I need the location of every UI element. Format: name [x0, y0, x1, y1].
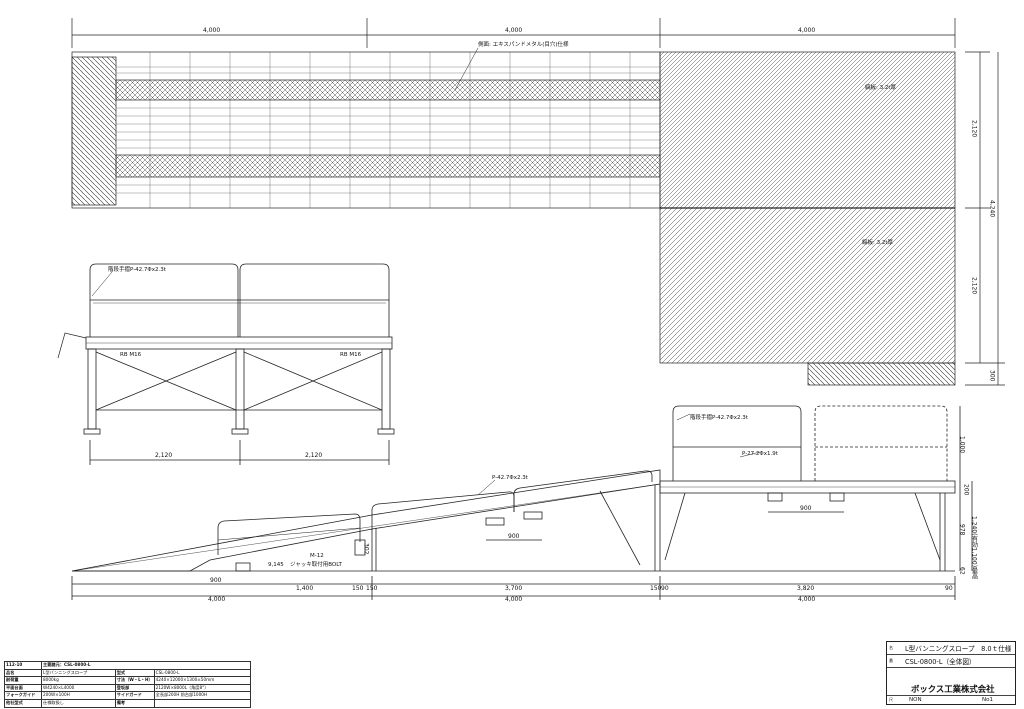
company-name: ボックス工業株式会社: [911, 684, 995, 694]
side-bolt-note: ジャッキ取付用BOLT: [290, 560, 343, 568]
front-width-1: 2,120: [155, 452, 172, 459]
spec-value: [153, 698, 252, 708]
name-caption: 名: [889, 645, 893, 650]
bottom-span-6: 150: [650, 585, 662, 592]
spec-key: 寸法（W・L・H）: [114, 676, 155, 685]
support-spacing-deck: 900: [800, 505, 812, 512]
plan-cover-note: 側面: エキスパンドメタル(目穴)仕様: [478, 40, 569, 48]
front-brace-right: RB M16: [340, 352, 362, 358]
scale-value: NON: [909, 697, 922, 703]
spec-row: 他社型式 仕様取扱し 備考: [4, 698, 252, 708]
total-span-1: 4,000: [208, 596, 225, 603]
bottom-span-7: 90: [661, 585, 669, 592]
spec-value: W4240×L4000: [41, 683, 116, 693]
drawing-model: CSL-0800-L（全体図）: [905, 658, 976, 666]
sheet-number: No1: [982, 697, 993, 703]
spec-key: 備考: [114, 698, 155, 708]
side-view: [71, 405, 973, 600]
top-span-3: 4,000: [798, 27, 815, 34]
right-height-2: 2,120: [971, 277, 978, 294]
title-row-model: 番 CSL-0800-L（全体図）: [887, 654, 1015, 668]
front-brace-left: RB M16: [120, 352, 142, 358]
support-spacing-ramp: 900: [508, 533, 520, 540]
right-height-1: 2,120: [971, 120, 978, 137]
side-bolt-label: M-12: [310, 553, 324, 559]
spec-value: CSL-0800-L: [153, 668, 252, 678]
spec-value: 200W×100H: [41, 691, 116, 700]
spec-row: 耐荷重 8000kg 寸法（W・L・H） 4240×12000×1300±50m…: [4, 676, 252, 685]
front-view: [57, 263, 395, 465]
spec-header-code: 112-10: [4, 661, 42, 670]
plan-grating-note-2: 縞板: 3.2t厚: [862, 238, 894, 246]
drawing-name: L型バンニングスロープ 8.0ｔ仕様: [905, 645, 1012, 653]
vertical-dim-base: 62: [959, 567, 966, 575]
side-handrail-note-2: 階段手摺P-42.7Φx2.3t: [690, 413, 749, 421]
scale-caption: 尺: [889, 697, 893, 702]
vertical-dim-deck: 200: [963, 484, 970, 496]
bottom-span-5: 3,700: [505, 585, 522, 592]
bottom-span-9: 90: [945, 585, 953, 592]
spec-key: 他社型式: [4, 698, 42, 708]
spec-value: 仕様取扱し: [41, 698, 116, 708]
spec-key: 型式: [114, 668, 155, 678]
side-length: 9,145: [268, 562, 284, 568]
side-post-note: P-27.2Φx1.9t: [742, 451, 779, 457]
spec-value: L型バンニングスロープ: [41, 668, 116, 678]
spec-key: 品名: [4, 668, 42, 678]
bottom-span-8: 3,820: [797, 585, 814, 592]
vertical-dim-handrail: 1,000: [959, 436, 966, 453]
spec-value: 4240×12000×1300±50mm: [153, 676, 252, 685]
total-span-2: 4,000: [505, 596, 522, 603]
spec-key: 耐荷重: [4, 676, 42, 685]
spec-row: 品名 L型バンニングスロープ 型式 CSL-0800-L: [4, 668, 252, 678]
spec-key: 登坂部: [114, 683, 155, 693]
plan-grating-note-1: 縞板: 3.2t厚: [865, 83, 897, 91]
front-handrail-note: 階段手摺P-42.7Φx2.3t: [108, 265, 167, 273]
spec-row: フォークガイド 200W×100H サイドガード 全長部200H 前台部1000…: [4, 691, 252, 700]
model-caption: 番: [889, 658, 893, 663]
spec-value: 2120W×8000L（角度8°）: [153, 683, 252, 693]
bottom-span-4: 150: [366, 585, 378, 592]
bottom-span-3: 150: [352, 585, 364, 592]
spec-value: 全長部200H 前台部1000H: [153, 691, 252, 700]
spec-key: サイドガード: [114, 691, 155, 700]
ramp-height: 302: [363, 543, 370, 555]
total-span-3: 4,000: [798, 596, 815, 603]
spec-header-title: 主要諸元：CSL-0800-L: [41, 661, 251, 670]
vertical-dim-effective: 1,240(有効1,100)最高: [971, 516, 978, 580]
top-span-1: 4,000: [203, 27, 220, 34]
side-handrail-note-1: P-42.7Φx2.3t: [492, 475, 529, 481]
spec-table: 112-10 主要諸元：CSL-0800-L 品名 L型バンニングスロープ 型式…: [4, 661, 252, 708]
title-block: 名 L型バンニングスロープ 8.0ｔ仕様 番 CSL-0800-L（全体図） ボ…: [886, 641, 1016, 705]
bottom-span-1: 900: [210, 577, 222, 584]
spec-value: 8000kg: [41, 676, 116, 685]
right-height-total: 4,240: [989, 200, 996, 217]
vertical-dim-total: 978: [959, 524, 966, 536]
right-height-base: 300: [989, 370, 996, 382]
spec-row: 平面台面 W4240×L4000 登坂部 2120W×8000L（角度8°）: [4, 683, 252, 693]
title-row-company: ボックス工業株式会社: [887, 667, 1015, 696]
front-width-2: 2,120: [305, 452, 322, 459]
top-span-2: 4,000: [505, 27, 522, 34]
bottom-span-2: 1,400: [296, 585, 313, 592]
spec-key: 平面台面: [4, 683, 42, 693]
plan-view: [71, 18, 1005, 386]
spec-key: フォークガイド: [4, 691, 42, 700]
title-row-name: 名 L型バンニングスロープ 8.0ｔ仕様: [887, 642, 1015, 655]
